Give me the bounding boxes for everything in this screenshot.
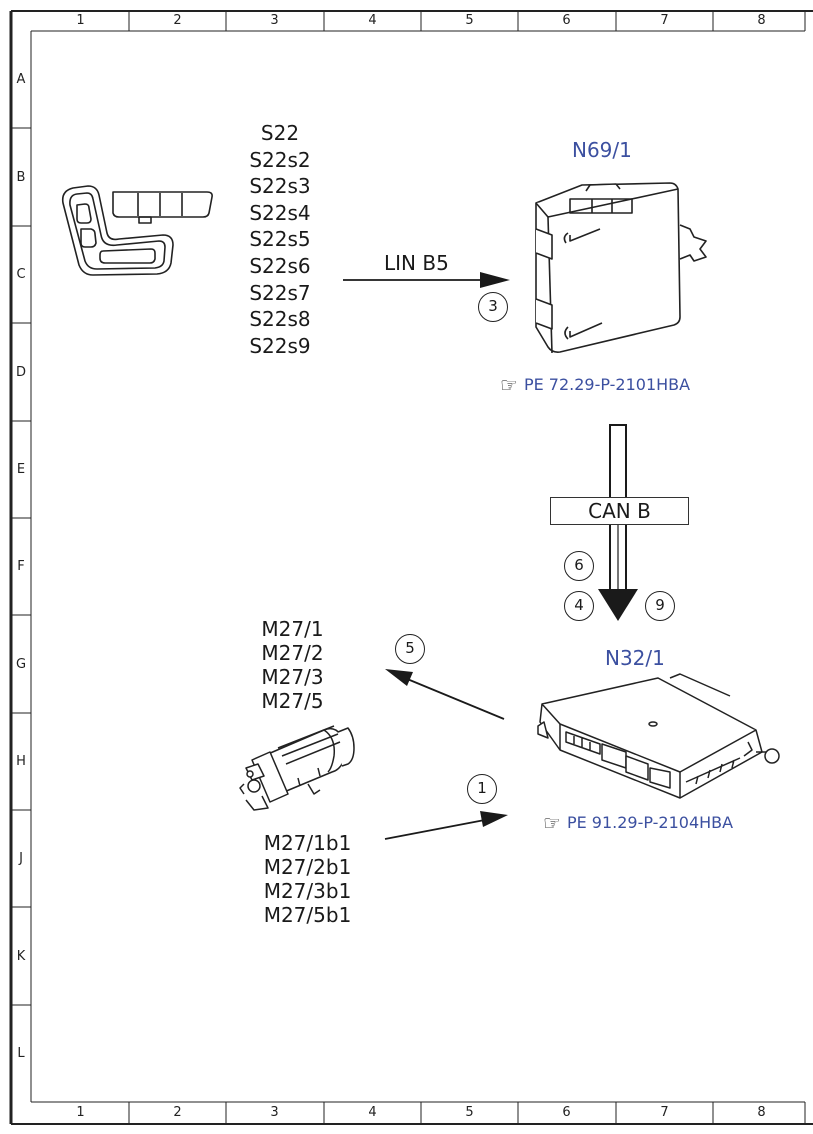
- n69-1-title: N69/1: [572, 138, 632, 162]
- row-label: H: [16, 754, 26, 769]
- step-marker-1: 1: [467, 774, 497, 804]
- col-label: 2: [173, 1105, 182, 1120]
- col-label: 3: [270, 1105, 279, 1120]
- pointing-hand-icon: ☞: [543, 810, 561, 835]
- row-label: A: [16, 72, 26, 87]
- row-label: D: [15, 365, 26, 380]
- col-label: 8: [757, 13, 766, 28]
- sensor-label: M27/3b1: [263, 879, 352, 903]
- step-marker-4: 4: [564, 591, 594, 621]
- motor-labels: M27/1 M27/2 M27/3 M27/5: [240, 617, 345, 713]
- lin-bus-arrow: [343, 272, 510, 288]
- seat-adjustment-switch-icon: [61, 185, 213, 276]
- col-label: 5: [465, 1105, 474, 1120]
- col-label: 1: [76, 13, 85, 28]
- seat-control-unit-icon: [537, 673, 780, 799]
- switch-label: S22s4: [249, 200, 311, 225]
- sensor-feedback-arrow: [384, 811, 508, 840]
- switch-label: S22s9: [249, 333, 311, 358]
- row-label: L: [17, 1046, 25, 1061]
- row-label: E: [16, 462, 26, 477]
- n69-1-reference[interactable]: ☞ PE 72.29-P-2101HBA: [500, 372, 691, 397]
- n32-1-title: N32/1: [605, 646, 665, 670]
- lin-bus-label: LIN B5: [384, 251, 449, 275]
- row-label: G: [15, 657, 27, 672]
- hall-sensor-labels: M27/1b1 M27/2b1 M27/3b1 M27/5b1: [250, 831, 365, 927]
- switch-label: S22s5: [249, 227, 311, 252]
- col-label: 4: [368, 13, 377, 28]
- step-marker-6: 6: [564, 551, 594, 581]
- n69-1-reference-link[interactable]: PE 72.29-P-2101HBA: [523, 375, 691, 394]
- motor-label: M27/3: [261, 665, 324, 689]
- col-label: 6: [562, 13, 571, 28]
- switch-label: S22s8: [249, 307, 311, 332]
- switch-label: S22s2: [249, 147, 311, 172]
- motor-label: M27/1: [261, 617, 324, 641]
- row-label: C: [16, 267, 26, 282]
- can-bus-label: CAN B: [550, 497, 689, 525]
- n32-1-reference-link[interactable]: PE 91.29-P-2104HBA: [566, 813, 734, 832]
- col-label: 5: [465, 13, 474, 28]
- sensor-label: M27/1b1: [263, 831, 352, 855]
- seat-switch-labels: S22 S22s2 S22s3 S22s4 S22s5 S22s6 S22s7 …: [230, 120, 330, 359]
- switch-label: S22s7: [249, 280, 311, 305]
- row-label: B: [16, 170, 26, 185]
- motor-control-arrow: [385, 669, 505, 720]
- col-label: 4: [368, 1105, 377, 1120]
- row-label: F: [17, 559, 25, 574]
- col-label: 8: [757, 1105, 766, 1120]
- switch-label: S22s3: [249, 174, 311, 199]
- col-label: 2: [173, 13, 182, 28]
- sensor-label: M27/5b1: [263, 903, 352, 927]
- step-marker-5: 5: [395, 634, 425, 664]
- col-label: 3: [270, 13, 279, 28]
- row-label: J: [19, 851, 23, 866]
- col-label: 1: [76, 1105, 85, 1120]
- motor-label: M27/5: [261, 689, 324, 713]
- col-label: 6: [562, 1105, 571, 1120]
- seat-motor-icon: [239, 725, 355, 811]
- col-label: 7: [660, 1105, 669, 1120]
- switch-label: S22: [260, 121, 300, 145]
- control-module-icon: [535, 182, 707, 354]
- switch-label: S22s6: [249, 253, 311, 278]
- pointing-hand-icon: ☞: [500, 372, 518, 397]
- step-marker-3: 3: [478, 292, 508, 322]
- col-label: 7: [660, 13, 669, 28]
- motor-label: M27/2: [261, 641, 324, 665]
- n32-1-reference[interactable]: ☞ PE 91.29-P-2104HBA: [543, 810, 734, 835]
- sensor-label: M27/2b1: [263, 855, 352, 879]
- step-marker-9: 9: [645, 591, 675, 621]
- row-label: K: [16, 949, 26, 964]
